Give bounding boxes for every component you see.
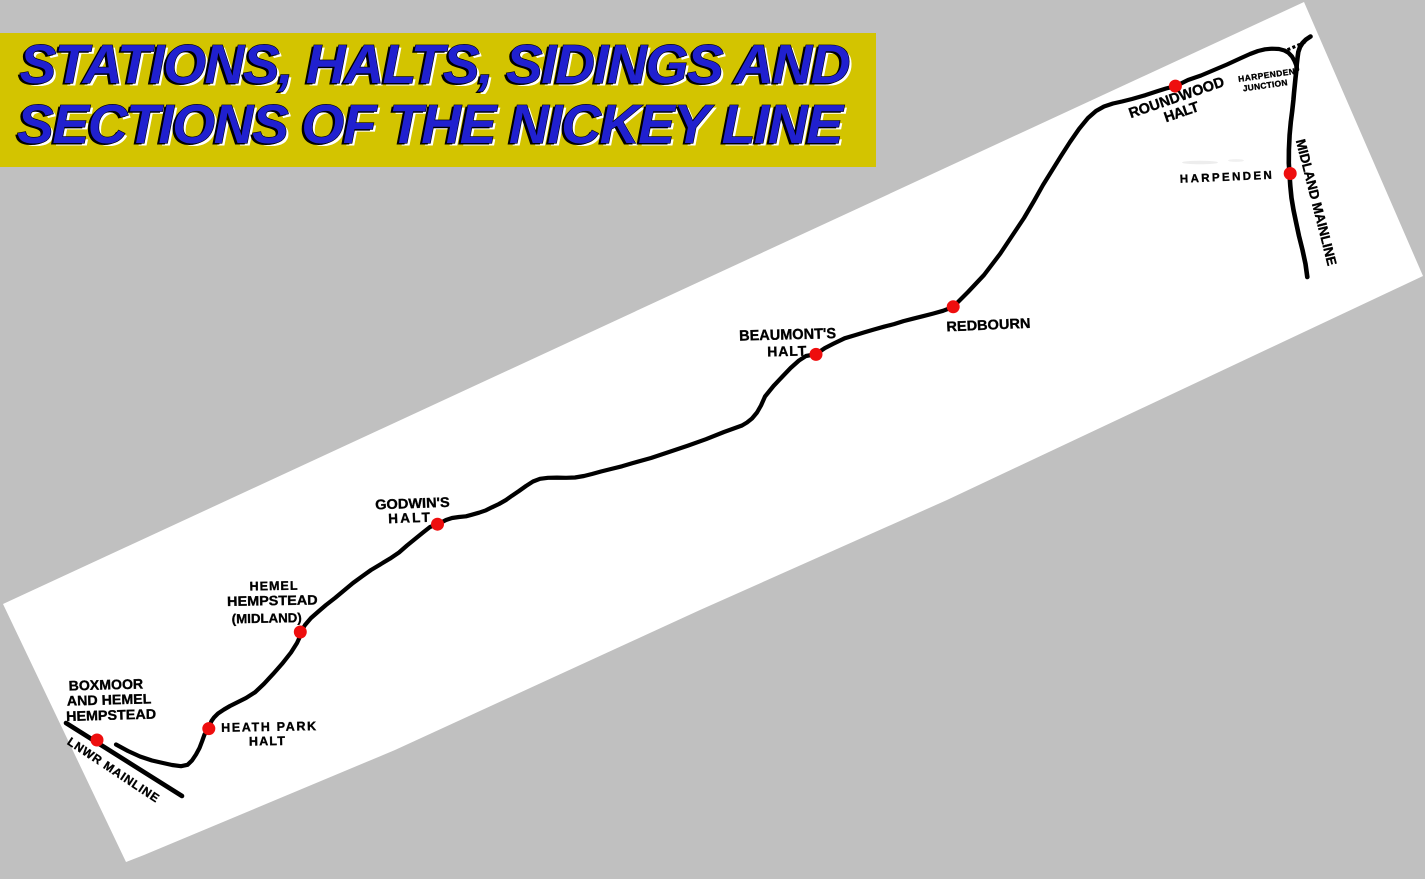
svg-text:REDBOURN: REDBOURN (946, 315, 1031, 335)
svg-text:BOXMOOR: BOXMOOR (68, 677, 143, 694)
svg-text:AND HEMEL: AND HEMEL (67, 691, 152, 708)
svg-text:(MIDLAND): (MIDLAND) (232, 610, 302, 626)
svg-text:BEAUMONT'S: BEAUMONT'S (739, 326, 837, 345)
svg-text:GODWIN'S: GODWIN'S (375, 494, 450, 513)
svg-text:STATIONS, HALTS, SIDINGS AND: STATIONS, HALTS, SIDINGS AND (22, 36, 853, 98)
svg-text:HEMPSTEAD: HEMPSTEAD (227, 592, 318, 609)
svg-text:HALT: HALT (249, 734, 286, 749)
svg-text:HALT: HALT (388, 510, 431, 526)
svg-text:SECTIONS OF THE NICKEY LINE: SECTIONS OF THE NICKEY LINE (17, 93, 845, 155)
svg-text:STATIONS, HALTS, SIDINGS AND: STATIONS, HALTS, SIDINGS AND (17, 35, 848, 97)
svg-text:STATIONS, HALTS, SIDINGS AND: STATIONS, HALTS, SIDINGS AND (20, 33, 851, 95)
svg-text:HALT: HALT (767, 342, 807, 359)
svg-text:HEATH PARK: HEATH PARK (221, 719, 316, 735)
svg-text:HEMEL: HEMEL (249, 579, 298, 594)
svg-text:SECTIONS OF THE NICKEY LINE: SECTIONS OF THE NICKEY LINE (20, 96, 848, 158)
svg-text:HEMPSTEAD: HEMPSTEAD (66, 707, 156, 724)
svg-text:HARPENDEN: HARPENDEN (1180, 170, 1272, 186)
svg-text:SECTIONS OF THE NICKEY LINE: SECTIONS OF THE NICKEY LINE (15, 95, 843, 157)
